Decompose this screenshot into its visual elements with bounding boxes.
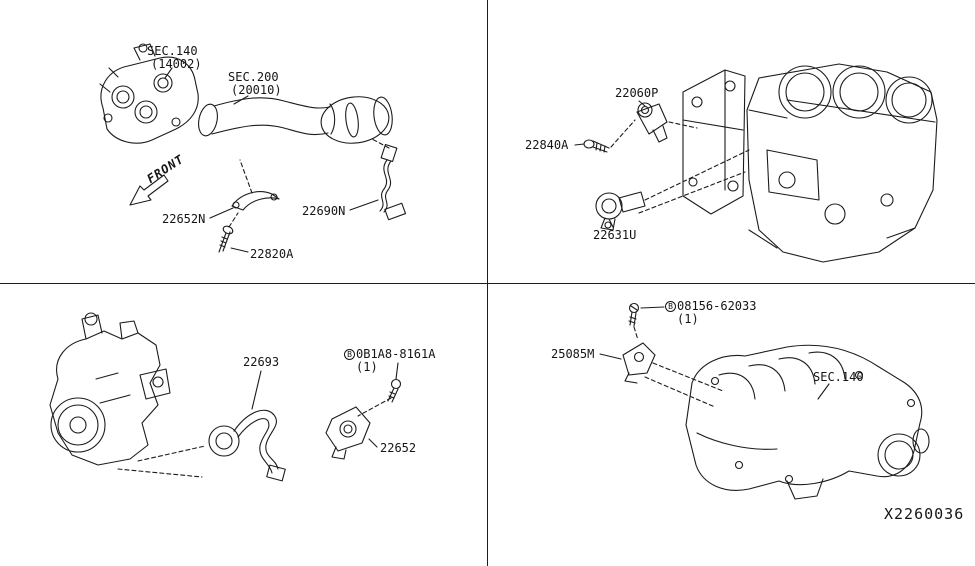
label-sec200: SEC.200	[228, 70, 279, 84]
label-part-22693: 22693	[243, 355, 280, 369]
label-sec140-exhaust-ref: (14002)	[151, 57, 202, 71]
sensor-22652-drawing	[326, 407, 370, 459]
bracket-22652N-drawing	[232, 160, 279, 210]
intake-panel-drawing	[487, 283, 975, 566]
label-sec140-intake: SEC.140	[813, 370, 864, 384]
circled-b-icon: B	[344, 349, 355, 360]
leader-lines	[575, 101, 645, 227]
front-arrow-icon	[130, 175, 168, 205]
harness-22693-drawing	[209, 410, 285, 481]
intake-manifold-drawing	[686, 345, 929, 499]
cylinder-block-drawing	[683, 64, 937, 262]
exhaust-panel-drawing	[0, 0, 487, 283]
bolt-22840A-drawing	[584, 120, 635, 152]
engine-block-panel-drawing	[487, 0, 975, 283]
label-part-0B1A8-number: 0B1A8-8161A	[356, 347, 436, 361]
circled-b-icon: B	[665, 301, 676, 312]
screw-08156-drawing	[629, 304, 639, 341]
label-part-22060P: 22060P	[615, 86, 659, 100]
label-part-22652: 22652	[380, 441, 417, 455]
oxygen-sensor-drawing	[372, 139, 406, 220]
label-part-25085M: 25085M	[551, 347, 595, 361]
catalytic-converter-drawing	[196, 93, 394, 147]
throttle-panel-drawing	[0, 283, 487, 566]
crank-sensor-22631U-drawing	[596, 150, 749, 230]
drawing-number: X2260036	[884, 505, 965, 523]
bolt-0B1A8-drawing	[358, 380, 401, 417]
exhaust-manifold-drawing	[100, 44, 198, 143]
label-sec140-exhaust: SEC.140	[147, 44, 198, 58]
leader-lines	[252, 363, 398, 447]
label-part-22631U: 22631U	[593, 228, 637, 242]
vertical-divider-line	[487, 0, 488, 566]
label-part-22820A: 22820A	[250, 247, 294, 261]
label-part-22840A: 22840A	[525, 138, 569, 152]
label-part-0B1A8-qty: (1)	[356, 360, 378, 374]
label-part-08156-qty: (1)	[677, 312, 699, 326]
label-part-22652N: 22652N	[162, 212, 206, 226]
cam-sensor-22060P-drawing	[637, 103, 697, 142]
label-sec200-ref: (20010)	[231, 83, 282, 97]
label-part-22690N: 22690N	[302, 204, 346, 218]
throttle-body-drawing	[50, 313, 205, 477]
leader-lines	[165, 68, 378, 252]
leader-lines	[600, 307, 829, 399]
label-part-08156-number: 08156-62033	[677, 299, 757, 313]
bolt-22820A-drawing	[219, 213, 238, 252]
sensor-25085M-drawing	[623, 343, 723, 407]
